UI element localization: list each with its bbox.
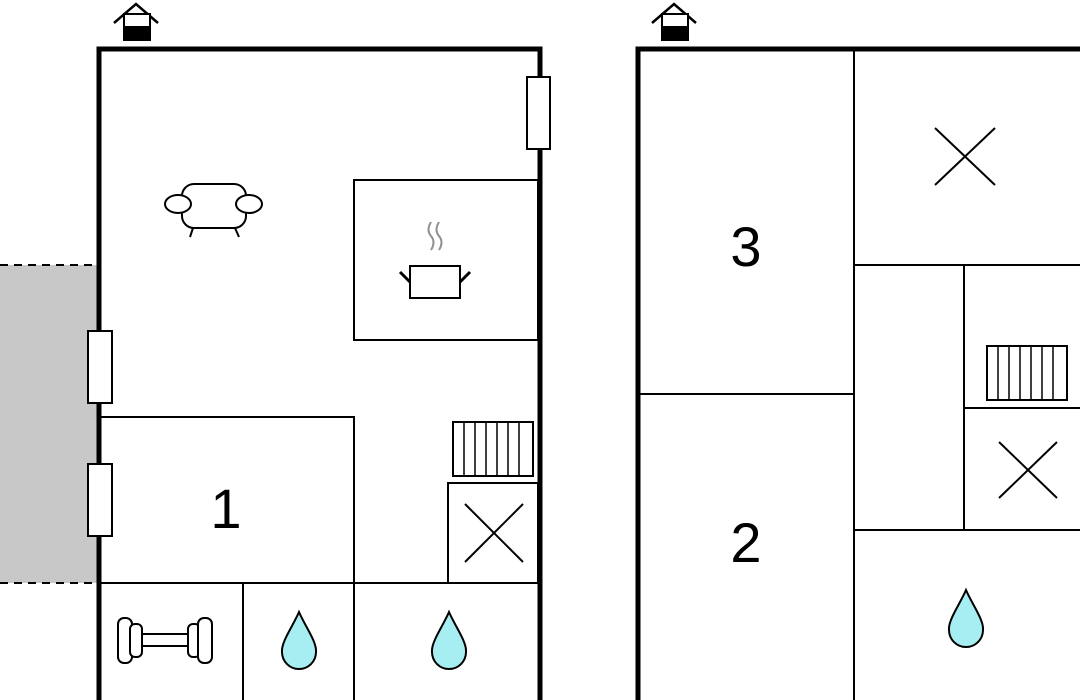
water-drop-icon [430, 609, 468, 670]
floor-plan-right: 3 2 [635, 2, 1080, 700]
room-label-1: 1 [210, 477, 241, 540]
room-label-2: 2 [730, 511, 761, 574]
outer-wall [635, 46, 1080, 700]
radiator-icon [986, 345, 1068, 401]
window [526, 76, 551, 150]
house-entrance-icon [651, 2, 697, 41]
terrace-area [0, 265, 99, 583]
room-label-3: 3 [730, 215, 761, 278]
outer-wall [96, 46, 543, 700]
water-drop-icon [280, 609, 318, 670]
sofa-icon [164, 183, 263, 238]
empty-space-cross-icon [998, 441, 1058, 499]
window [87, 330, 113, 404]
floor-plan-left: 1 [0, 2, 551, 700]
window [87, 463, 113, 537]
water-drop-icon [947, 587, 985, 648]
cooking-pot-icon [398, 221, 472, 299]
room-1-walls [101, 416, 355, 583]
empty-space-cross-icon [464, 503, 524, 563]
kitchen-room [353, 179, 539, 341]
dumbbell-icon [117, 617, 213, 664]
storage-room [447, 482, 539, 584]
radiator-icon [452, 421, 534, 477]
empty-space-cross-icon [934, 127, 996, 186]
house-entrance-icon [113, 2, 159, 41]
